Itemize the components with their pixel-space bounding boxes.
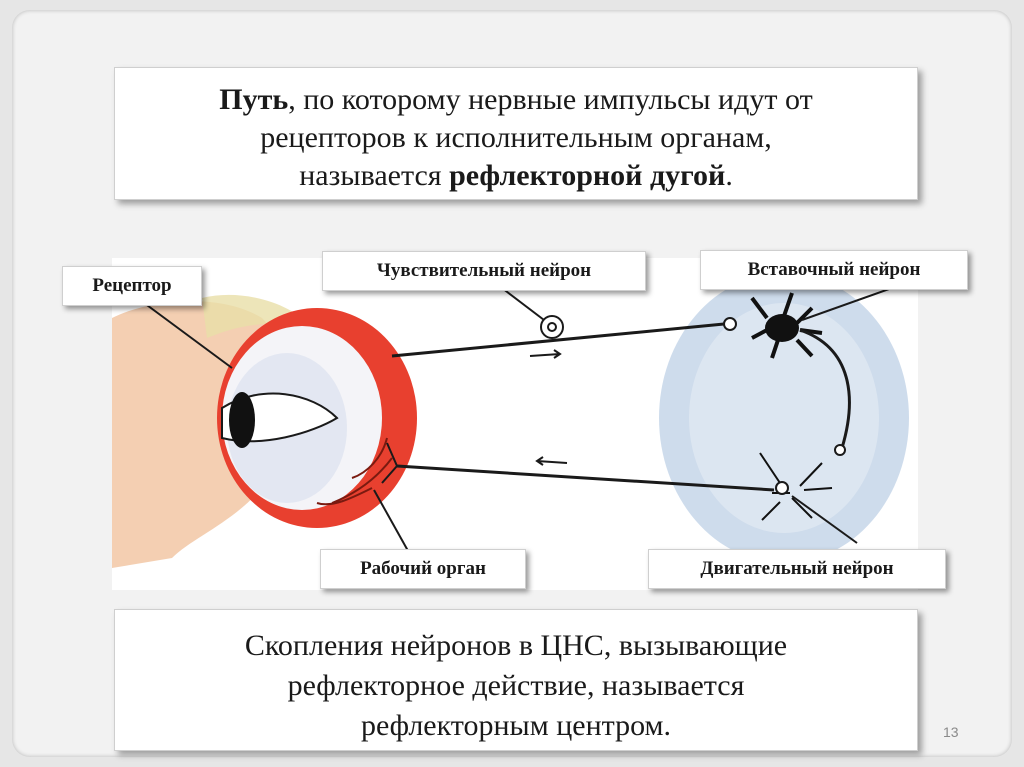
sensory-neuron-body: [540, 315, 564, 339]
pupil: [229, 392, 255, 448]
reflex-arc-illustration: [112, 258, 918, 590]
label-motor-neuron: Двигательный нейрон: [648, 549, 946, 589]
definition-line-3-text: называется: [299, 159, 450, 192]
definition-term: Путь: [219, 83, 289, 116]
interneuron-pointer: [801, 287, 893, 321]
interneuron-dendrites: [750, 292, 823, 359]
definition-line-1-text: , по которому нервные импульсы идут от: [288, 83, 813, 116]
definition-period: .: [725, 159, 733, 192]
sensory-fiber: [391, 322, 725, 358]
definition-box: Путь, по которому нервные импульсы идут …: [114, 67, 918, 200]
reflex-arc-diagram: [112, 258, 918, 590]
label-working-organ: Рабочий орган: [320, 549, 526, 589]
reflex-center-box: Скопления нейронов в ЦНС, вызывающие реф…: [114, 609, 918, 751]
definition-line-2: рецепторов к исполнительным органам,: [260, 121, 772, 154]
motor-neuron-body: [775, 481, 789, 495]
blood-vessels: [316, 437, 393, 506]
motor-neuron-dendrites: [759, 452, 833, 521]
reflex-center-line-1: Скопления нейронов в ЦНС, вызывающие: [244, 629, 788, 662]
cns-inner: [689, 303, 879, 533]
synapse-1: [723, 317, 737, 331]
motor-pointer: [791, 495, 858, 544]
definition-line-1: Путь, по которому нервные импульсы идут …: [115, 81, 917, 119]
reflex-center-line-2: рефлекторное действие, называется: [287, 669, 745, 702]
motor-endings: [381, 442, 398, 484]
sensory-neuron-nucleus: [547, 322, 557, 332]
page-number: 13: [943, 724, 959, 740]
eyebrow: [202, 294, 312, 338]
definition-highlight: рефлекторной дугой: [449, 159, 726, 192]
arrow-left-icon: [535, 456, 568, 466]
reflex-center-line-3: рефлекторным центром.: [360, 709, 672, 742]
label-interneuron: Вставочный нейрон: [700, 250, 968, 290]
synapse-2: [834, 444, 846, 456]
interneuron-body: [765, 314, 799, 342]
motor-fiber: [396, 464, 775, 492]
definition-line-3: называется рефлекторной дугой.: [115, 157, 917, 195]
working-organ-pointer: [373, 489, 413, 559]
sensory-pointer: [501, 287, 545, 321]
arrow-right-icon: [529, 349, 562, 359]
interneuron-axon: [799, 328, 851, 449]
receptor-pointer: [131, 293, 233, 369]
label-sensory-neuron: Чувствительный нейрон: [322, 251, 646, 291]
label-receptor: Рецептор: [62, 266, 202, 306]
